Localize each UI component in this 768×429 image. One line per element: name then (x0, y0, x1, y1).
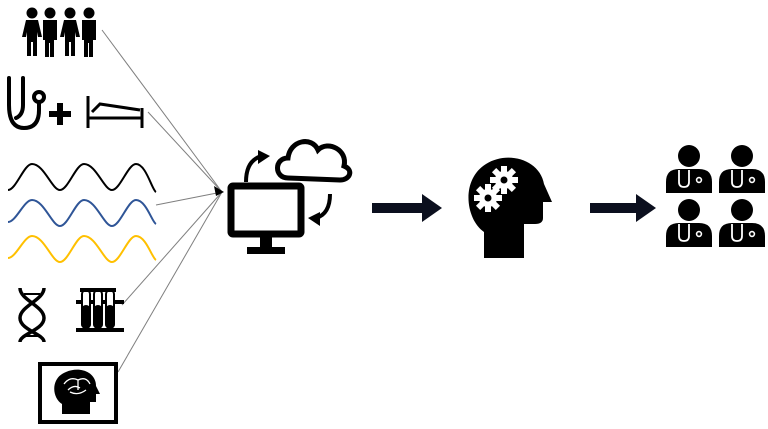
test-tubes-icon (76, 288, 124, 332)
clinical-care-icon (7, 76, 144, 131)
flow-arrow-2 (590, 194, 656, 222)
doctor-icon (719, 145, 765, 193)
doctor-icon (666, 199, 712, 247)
head-silhouette (468, 157, 552, 258)
dna-icon (18, 287, 46, 343)
doctor-icon (666, 145, 712, 193)
medical-cross-icon (49, 103, 71, 125)
doctors-group-icon (666, 145, 765, 247)
waveform-signals-icon (7, 162, 157, 264)
sync-arrows-icon (244, 150, 332, 226)
waveform-black (7, 162, 157, 193)
genomics-lab-icon (18, 287, 124, 343)
doctor-icon (719, 199, 765, 247)
cloud-icon (275, 139, 353, 183)
connector-lines (101, 29, 223, 373)
flow-arrow-1 (372, 194, 442, 222)
population-icon (22, 7, 96, 57)
brain-imaging-icon (38, 362, 118, 424)
waveform-yellow (7, 234, 157, 264)
monitor-icon (227, 182, 305, 254)
cloud-computer-sync-icon (227, 139, 353, 254)
stethoscope-icon (7, 76, 46, 131)
waveform-blue (7, 198, 157, 228)
brain-gears-icon (468, 157, 552, 258)
gear-icon (474, 184, 502, 212)
bed-icon (86, 96, 144, 128)
connector-arrowhead (214, 186, 224, 196)
gear-icon (490, 166, 518, 194)
